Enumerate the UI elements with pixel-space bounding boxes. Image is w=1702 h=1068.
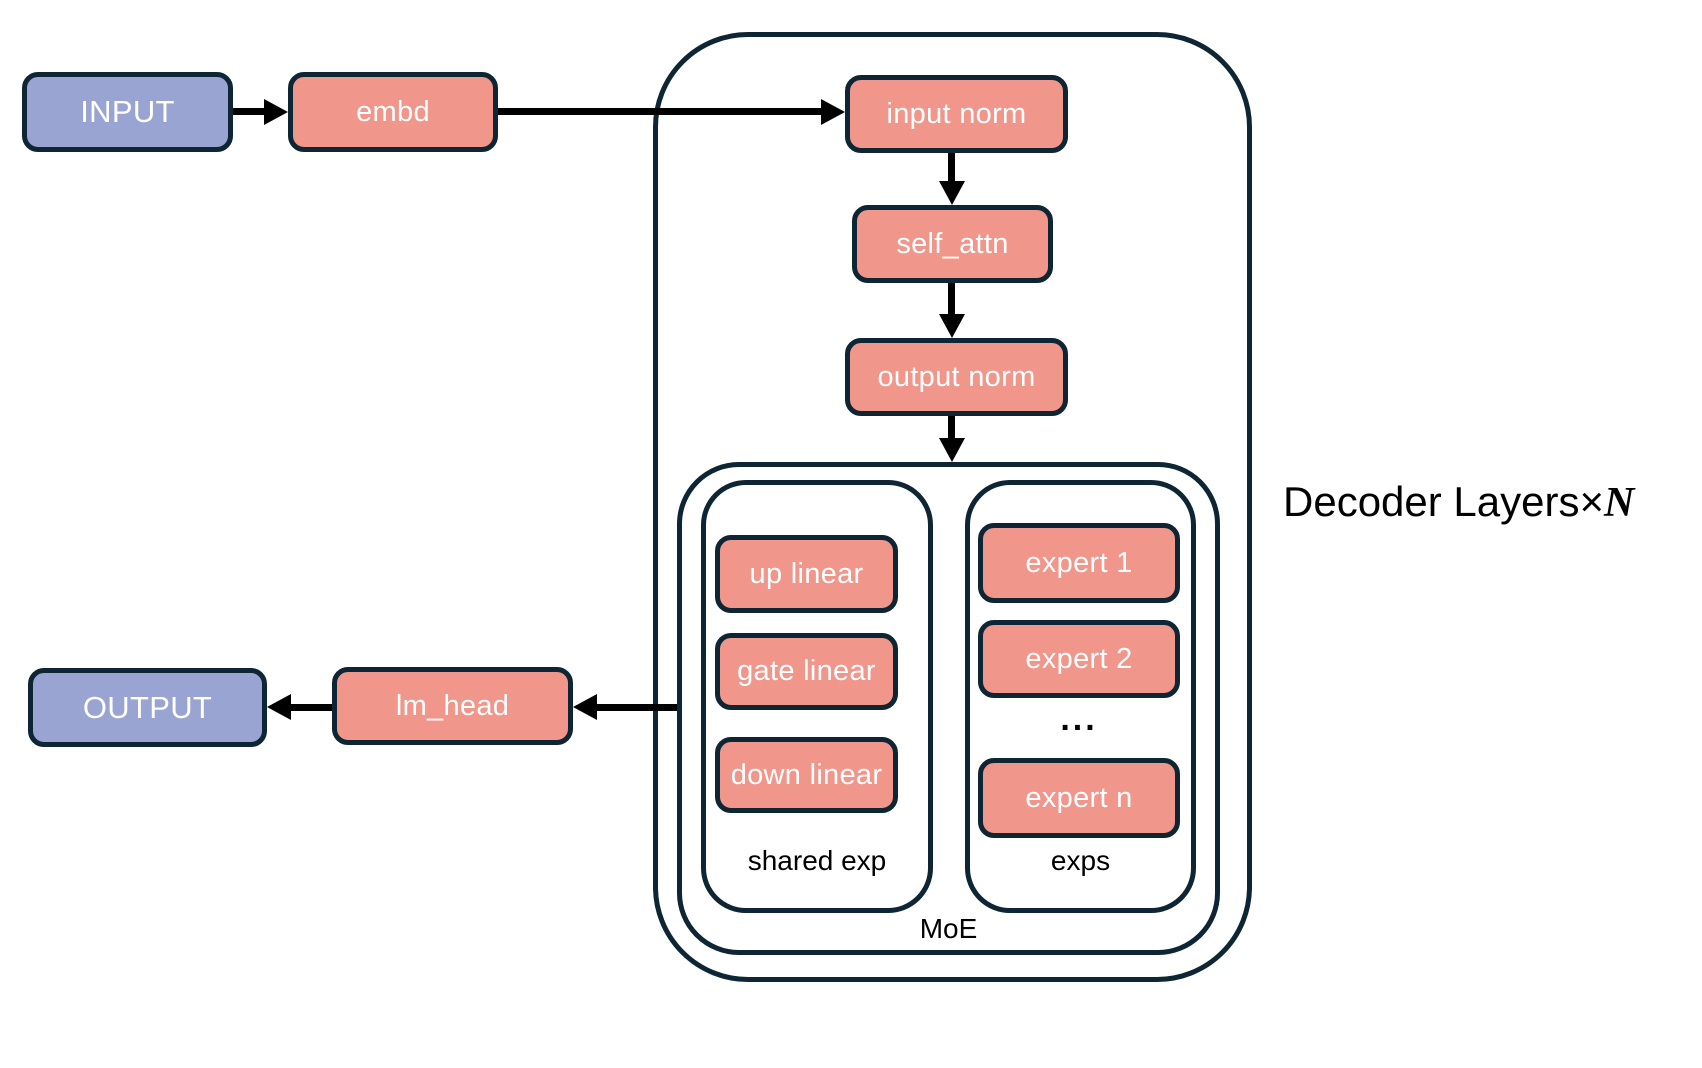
shared-exp-container	[701, 480, 933, 913]
expert-2-node: expert 2	[978, 620, 1180, 698]
decoder-layers-container	[653, 32, 1252, 982]
arrow-input-to-embd-line	[233, 108, 266, 115]
arrow-lm-head-to-output-head	[267, 694, 291, 720]
arrow-self-attn-to-output-norm-line	[948, 283, 955, 316]
arrow-lm-head-to-output-line	[289, 704, 332, 711]
arrow-moe-to-lm-head-head	[573, 694, 597, 720]
arrow-moe-to-lm-head-line	[595, 704, 677, 711]
arrow-output-norm-to-moe-head	[939, 438, 965, 462]
input-node: INPUT	[22, 72, 233, 152]
title-prefix: Decoder Layers	[1283, 478, 1580, 525]
up-linear-node: up linear	[715, 535, 898, 613]
arrow-embd-to-input-norm-line	[498, 108, 823, 115]
arrow-output-norm-to-moe-line	[948, 416, 955, 440]
exps-container	[965, 480, 1196, 913]
input-norm-node: input norm	[845, 75, 1068, 153]
output-norm-node: output norm	[845, 338, 1068, 416]
arrow-self-attn-to-output-norm-head	[939, 314, 965, 338]
arrow-input-to-embd-head	[264, 99, 288, 125]
moe-label: MoE	[919, 913, 978, 944]
expert-n-node: expert n	[978, 758, 1180, 838]
lm-head-node: lm_head	[332, 667, 573, 745]
down-linear-node: down linear	[715, 737, 898, 813]
output-node: OUTPUT	[28, 668, 267, 747]
moe-container	[677, 462, 1220, 955]
experts-ellipsis: ...	[1060, 700, 1098, 738]
self-attn-node: self_attn	[852, 205, 1053, 283]
title-n-variable: N	[1604, 480, 1635, 526]
arrow-input-norm-to-self-attn-head	[939, 181, 965, 205]
expert-1-node: expert 1	[978, 523, 1180, 603]
gate-linear-node: gate linear	[715, 633, 898, 710]
exps-label: exps	[1050, 845, 1111, 876]
title-times-sign: ×	[1579, 478, 1605, 525]
arrow-input-norm-to-self-attn-line	[948, 153, 955, 183]
embd-node: embd	[288, 72, 498, 152]
shared-exp-label: shared exp	[747, 845, 887, 876]
arrow-embd-to-input-norm-head	[821, 99, 845, 125]
diagram-title: Decoder Layers×N	[1283, 478, 1634, 527]
